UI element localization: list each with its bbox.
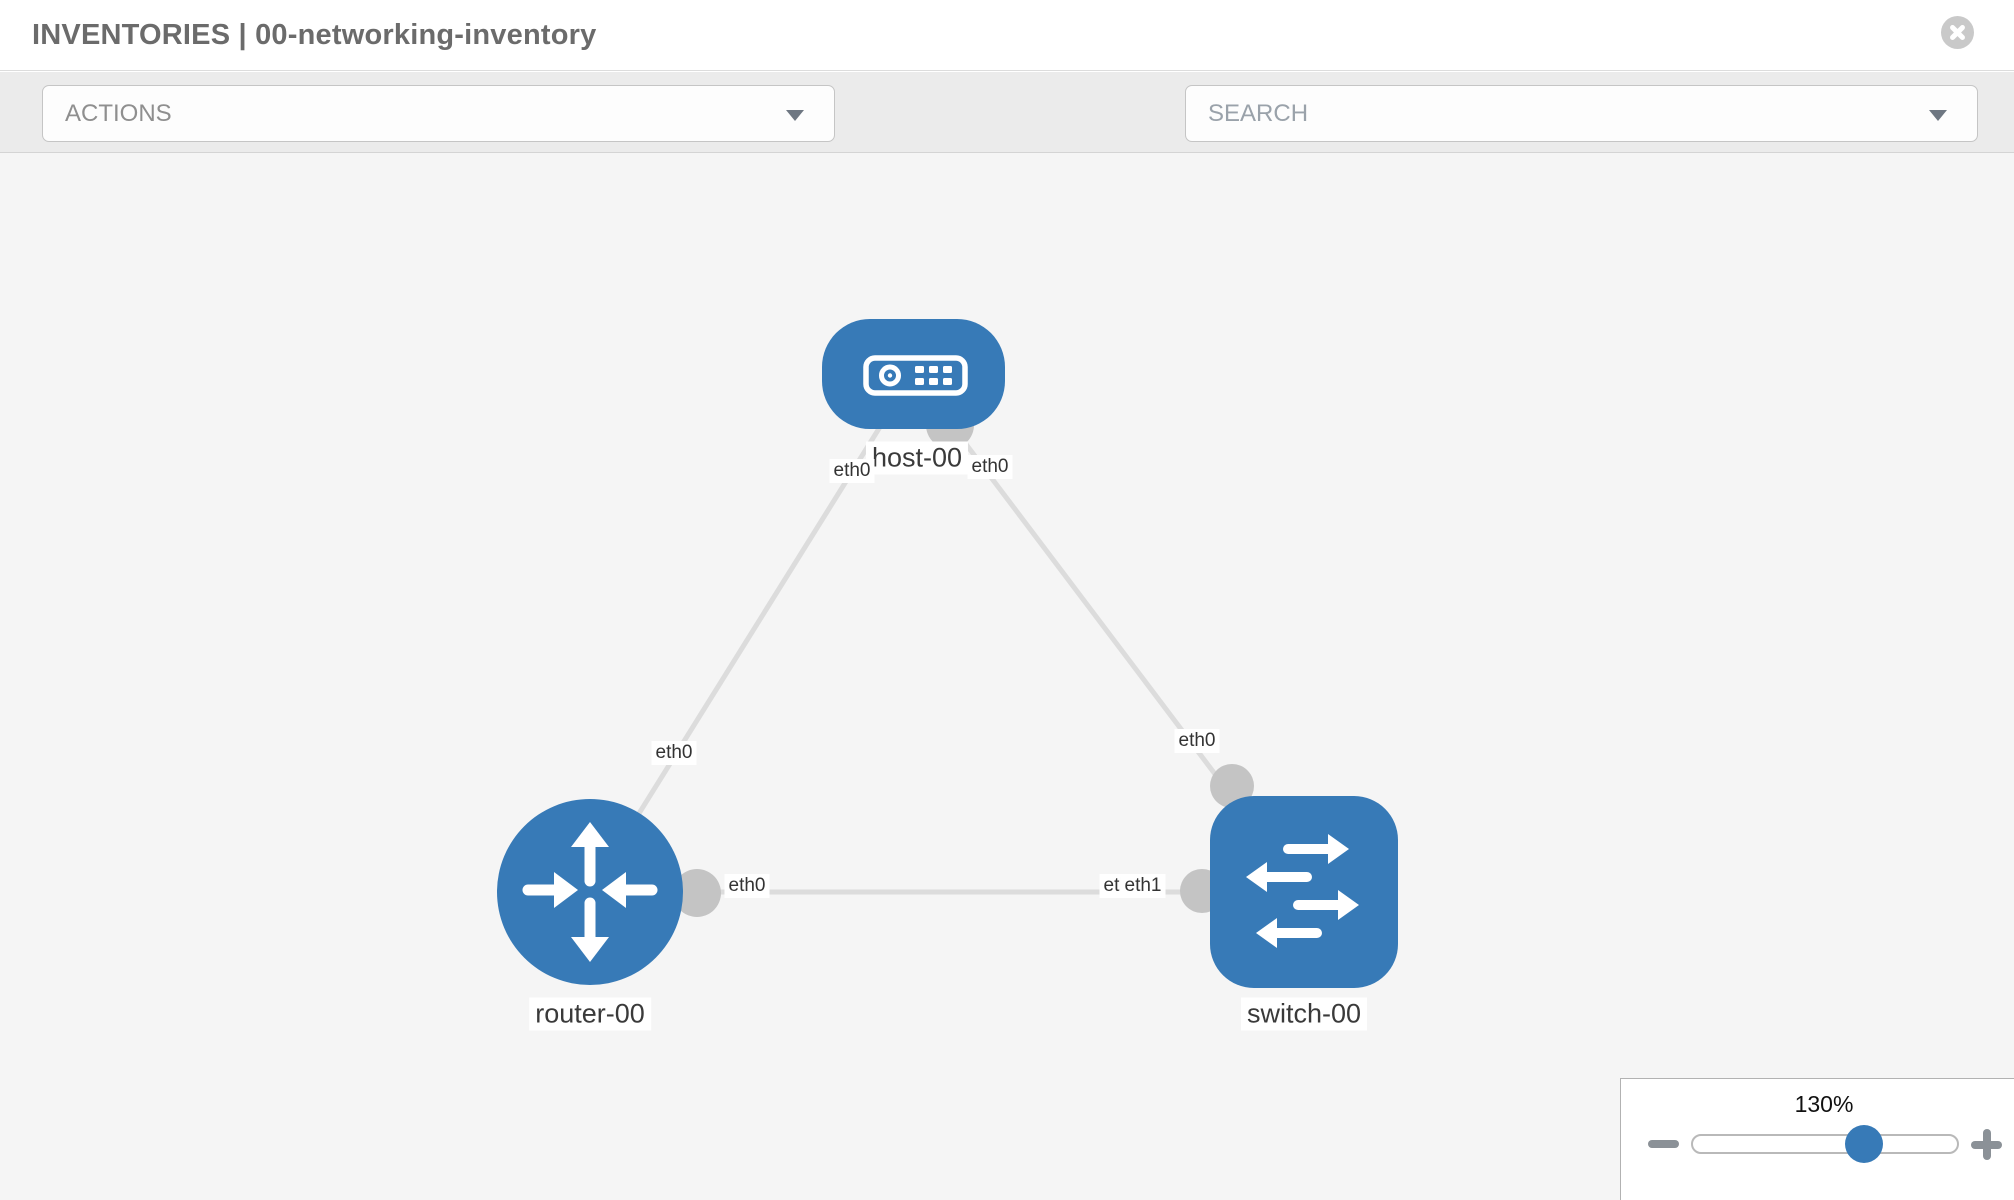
node-router-00[interactable]	[497, 799, 683, 985]
connector-router-eth0[interactable]	[673, 869, 721, 917]
iface-label-router-upper: eth0	[651, 741, 697, 765]
topology-canvas[interactable]: host-00 router-00 switch-00 eth0 eth0 et…	[0, 153, 2014, 1200]
node-label-router-00[interactable]: router-00	[529, 997, 651, 1031]
iface-label-host-left: eth0	[829, 459, 875, 483]
zoom-panel: 130%	[1620, 1078, 2014, 1200]
chevron-down-icon	[1929, 110, 1947, 121]
interface-connectors	[673, 401, 1254, 917]
plus-icon	[1982, 1129, 1991, 1160]
zoom-in-button[interactable]	[1971, 1129, 2002, 1160]
page-title: INVENTORIES | 00-networking-inventory	[32, 19, 597, 51]
close-button[interactable]	[1941, 16, 1974, 49]
iface-label-router-right: eth0	[724, 874, 770, 898]
actions-dropdown-label: ACTIONS	[65, 100, 172, 127]
zoom-slider-thumb[interactable]	[1845, 1125, 1883, 1163]
node-switch-00[interactable]	[1210, 796, 1398, 988]
iface-label-switch-left-front: eth1	[1120, 874, 1166, 898]
zoom-level-value: 130%	[1794, 1091, 1854, 1117]
zoom-out-button[interactable]	[1648, 1140, 1679, 1148]
search-placeholder: SEARCH	[1208, 100, 1309, 127]
switch-icon	[1246, 834, 1359, 948]
connector-switch-eth0[interactable]	[1210, 764, 1254, 808]
host-icon	[863, 355, 968, 396]
chevron-down-icon	[786, 110, 804, 121]
window-header: INVENTORIES | 00-networking-inventory	[0, 0, 2014, 71]
zoom-slider-track[interactable]	[1691, 1134, 1959, 1154]
search-dropdown[interactable]: SEARCH	[1185, 85, 1978, 142]
toolbar: ACTIONS SEARCH	[0, 72, 2014, 207]
iface-label-switch-upper: eth0	[1174, 729, 1220, 753]
node-host-00[interactable]	[822, 319, 1005, 429]
router-icon	[522, 822, 658, 962]
node-label-host-00[interactable]: host-00	[865, 441, 969, 475]
actions-dropdown[interactable]: ACTIONS	[42, 85, 835, 142]
node-label-switch-00[interactable]: switch-00	[1240, 997, 1368, 1031]
iface-label-host-right: eth0	[967, 455, 1013, 479]
